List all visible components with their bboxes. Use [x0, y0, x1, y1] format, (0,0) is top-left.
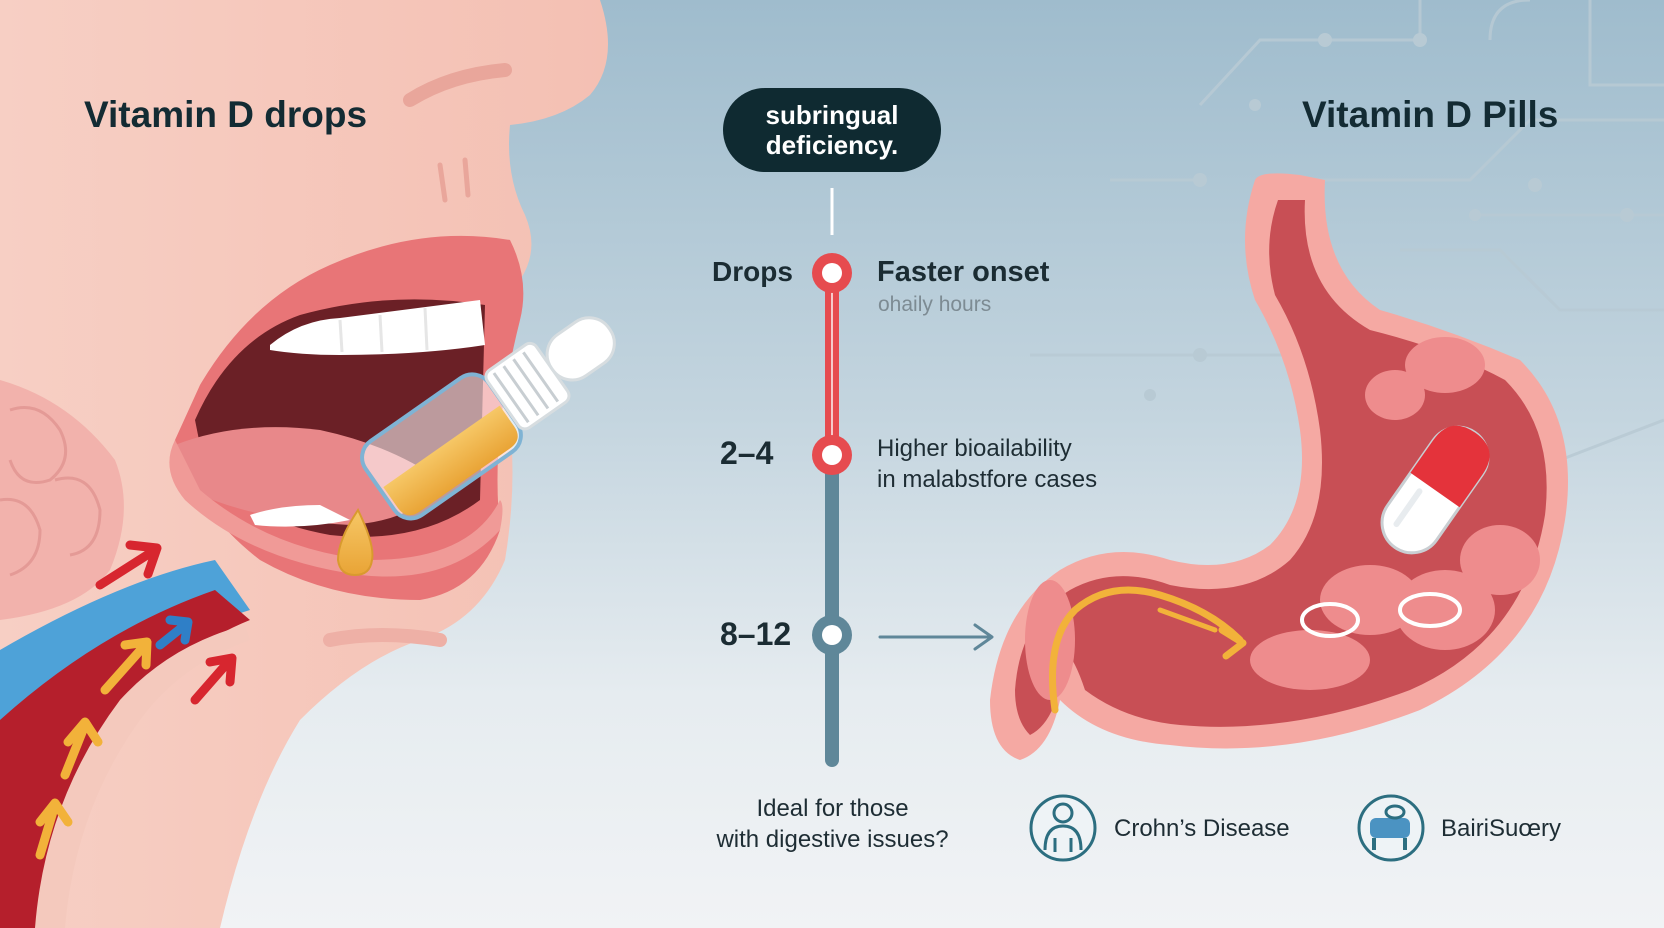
- person-icon: [1029, 794, 1097, 862]
- condition-crohns: Crohn’s Disease: [1114, 815, 1290, 842]
- bioavailability-text: Higher bioailability in malabstfore case…: [877, 433, 1097, 495]
- throat-illustration: [0, 380, 250, 928]
- badge: subringual deficiency.: [723, 88, 941, 172]
- dropper-illustration: [336, 316, 616, 577]
- bioavailability-line-1: Higher bioailability: [877, 435, 1072, 462]
- marker-3-label: 8–12: [720, 616, 792, 652]
- ideal-text: Ideal for those with digestive issues?: [690, 793, 975, 855]
- stomach-illustration: [990, 173, 1568, 761]
- absorption-arrows: [35, 540, 237, 860]
- ideal-line-1: Ideal for those: [756, 795, 909, 822]
- ideal-line-2: with digestive issues?: [716, 826, 949, 853]
- condition-surgery: BairiSuœry: [1441, 815, 1562, 842]
- timeline: [812, 188, 994, 767]
- faster-onset-sub: ohaily hours: [878, 293, 992, 316]
- arrow-to-stomach: [878, 623, 994, 651]
- drops-title: Vitamin D drops: [84, 94, 368, 135]
- badge-line-1: subringual: [765, 100, 899, 130]
- marker-2-label: 2–4: [720, 435, 774, 471]
- animal-icon: [1357, 794, 1425, 862]
- marker-1-label: Drops: [712, 256, 793, 287]
- pills-title: Vitamin D Pills: [1302, 94, 1559, 135]
- bioavailability-line-2: in malabstfore cases: [877, 466, 1098, 493]
- circuit-decoration: [1030, 0, 1664, 462]
- faster-onset-heading: Faster onset: [877, 256, 1050, 288]
- badge-line-2: deficiency.: [765, 130, 899, 160]
- pill-icon: [1380, 425, 1490, 555]
